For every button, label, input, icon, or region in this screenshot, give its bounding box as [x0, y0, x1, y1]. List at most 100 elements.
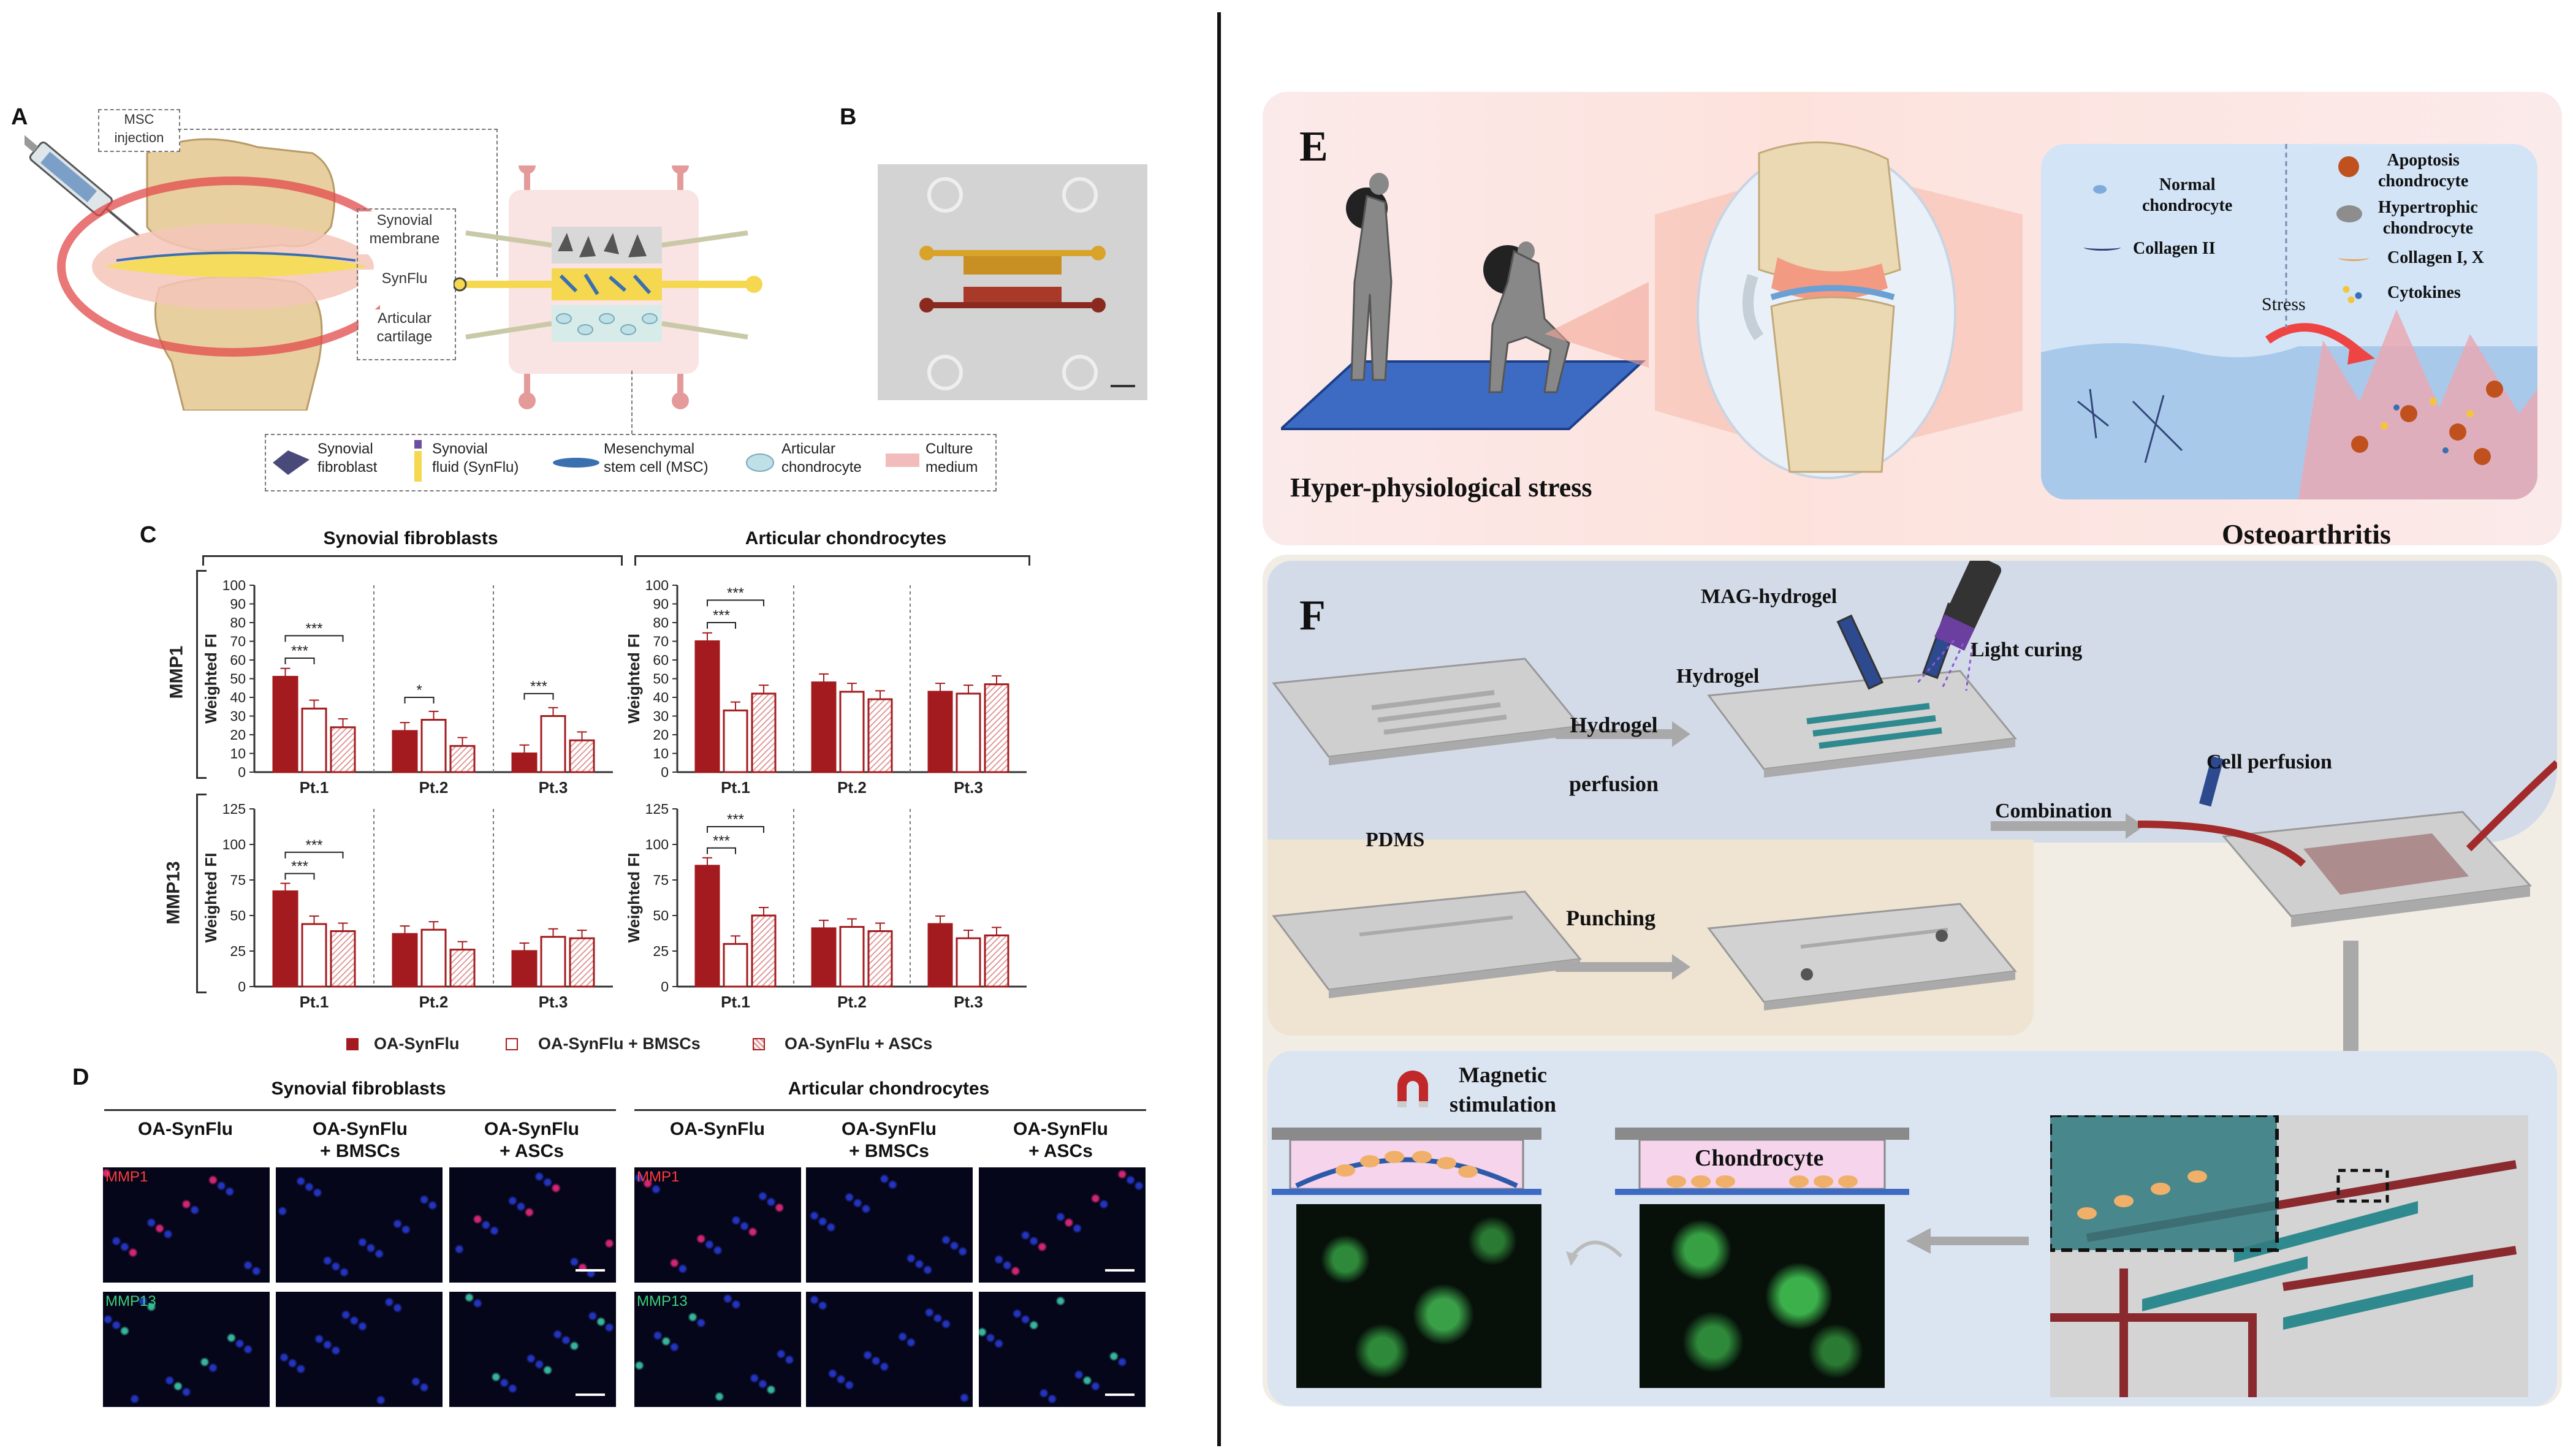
micrograph [276, 1292, 443, 1407]
y-tick-label: 50 [653, 908, 669, 923]
chart-group-title-chondrocytes: Articular chondrocytes [745, 528, 947, 548]
hyper-physiological-stress-caption: Hyper-physiological stress [1290, 472, 1592, 502]
bar [723, 709, 748, 773]
micrograph [979, 1167, 1146, 1283]
significance-stars: * [416, 682, 422, 699]
bar [420, 719, 447, 773]
bar [694, 865, 720, 988]
bar [330, 930, 356, 988]
scale-bar [576, 1393, 605, 1396]
bar [301, 707, 327, 773]
y-tick-label: 40 [653, 689, 669, 705]
significance-stars: *** [727, 811, 744, 828]
chondrocyte-label: Chondrocyte [1695, 1145, 1824, 1171]
magnet-icon [1397, 1071, 1428, 1107]
y-tick-label: 0 [661, 764, 669, 780]
y-tick-label: 125 [645, 801, 669, 817]
y-axis-label: Weighted FI [625, 853, 643, 943]
bar [392, 933, 418, 988]
legend-hypertrophic-chondrocyte: Hypertrophic chondrocyte [2378, 198, 2478, 238]
significance-bracket [284, 873, 315, 880]
bar [839, 926, 865, 988]
micrograph [449, 1167, 616, 1283]
y-tick-label: 0 [238, 764, 246, 780]
significance-bracket [523, 692, 554, 700]
y-tick-label: 10 [230, 746, 246, 762]
panel-a-legend-box [265, 434, 997, 491]
micrograph [276, 1167, 443, 1283]
fluorescence-image-magnetic [1296, 1204, 1541, 1388]
x-category-label: Pt.2 [419, 993, 449, 1011]
bar [694, 640, 720, 773]
micrograph [806, 1167, 973, 1283]
panel-f-label: F [1299, 592, 1326, 639]
y-tick-label: 20 [653, 727, 669, 743]
bar [569, 739, 595, 773]
micrograph [806, 1292, 973, 1407]
apoptosis-icon [2338, 156, 2359, 177]
micro-col-6: OA-SynFlu + ASCs [1013, 1119, 1108, 1161]
collagen-i-x-icon [2338, 254, 2369, 261]
punching-label: Punching [1566, 906, 1656, 930]
y-tick-label: 100 [222, 836, 246, 852]
significance-stars: *** [713, 607, 730, 624]
y-tick-label: 25 [230, 943, 246, 959]
y-tick-label: 40 [230, 689, 246, 705]
micrograph-stain-label: MMP13 [637, 1293, 688, 1310]
y-tick-label: 50 [230, 671, 246, 687]
y-tick-label: 90 [230, 596, 246, 612]
legend-culture-medium: Culture medium [925, 441, 978, 476]
significance-bracket [404, 697, 435, 703]
significance-bracket [707, 847, 736, 854]
significance-stars: *** [291, 643, 308, 659]
bar [984, 683, 1009, 773]
bar [984, 934, 1009, 988]
bar [927, 691, 953, 773]
panel-b-label: B [840, 104, 857, 130]
y-tick-label: 60 [653, 652, 669, 668]
bar [392, 730, 418, 773]
x-category-label: Pt.2 [419, 778, 449, 797]
y-axis-label: Weighted FI [625, 634, 643, 724]
bar [867, 698, 893, 773]
legend-swatch-asc [753, 1038, 765, 1050]
y-tick-label: 90 [653, 596, 669, 612]
y-tick-label: 125 [222, 801, 246, 817]
significance-stars: *** [727, 585, 744, 601]
x-category-label: Pt.1 [721, 778, 750, 797]
bar [927, 923, 953, 988]
hydrogel-perfusion-label: Hydrogel perfusion [1569, 713, 1659, 796]
panel-e-label: E [1299, 123, 1328, 170]
culture-medium-swatch [886, 453, 919, 467]
panel-a-label: A [11, 104, 28, 130]
y-tick-label: 75 [653, 872, 669, 888]
curved-arrow [1566, 1240, 1623, 1266]
oa-tissue-panel [2041, 144, 2537, 499]
micro-group-title-fibroblasts: Synovial fibroblasts [271, 1079, 446, 1099]
legend-collagen-i-x: Collagen I, X [2387, 248, 2484, 267]
hypertrophic-icon [2336, 205, 2362, 222]
significance-bracket [707, 599, 764, 607]
x-category-label: Pt.1 [300, 993, 329, 1011]
micrograph: MMP1 [103, 1167, 270, 1283]
micro-col-3: OA-SynFlu + ASCs [484, 1119, 579, 1161]
micrograph-stain-label: MMP13 [105, 1293, 156, 1310]
micrograph [979, 1292, 1146, 1407]
legend-synovial-fluid: Synovial fluid (SynFlu) [432, 441, 519, 476]
panel-d-label: D [72, 1064, 89, 1090]
chip-photograph [878, 164, 1147, 400]
y-tick-label: 0 [661, 979, 669, 995]
bar [449, 745, 476, 773]
left-arrow-to-cross-section [1906, 1228, 2029, 1254]
mmp13-row-bracket [196, 794, 207, 993]
legend-oa-asc: OA-SynFlu + ASCs [785, 1034, 933, 1053]
bar [751, 914, 777, 988]
bar [723, 942, 748, 988]
y-tick-label: 50 [230, 908, 246, 923]
magnetic-stimulation-label: Magnetic stimulation [1450, 1063, 1557, 1117]
micro-col-5: OA-SynFlu + BMSCs [842, 1119, 937, 1161]
significance-bracket [284, 851, 344, 859]
micro-group-title-chondrocytes: Articular chondrocytes [788, 1079, 990, 1099]
legend-swatch-oa [346, 1038, 359, 1050]
